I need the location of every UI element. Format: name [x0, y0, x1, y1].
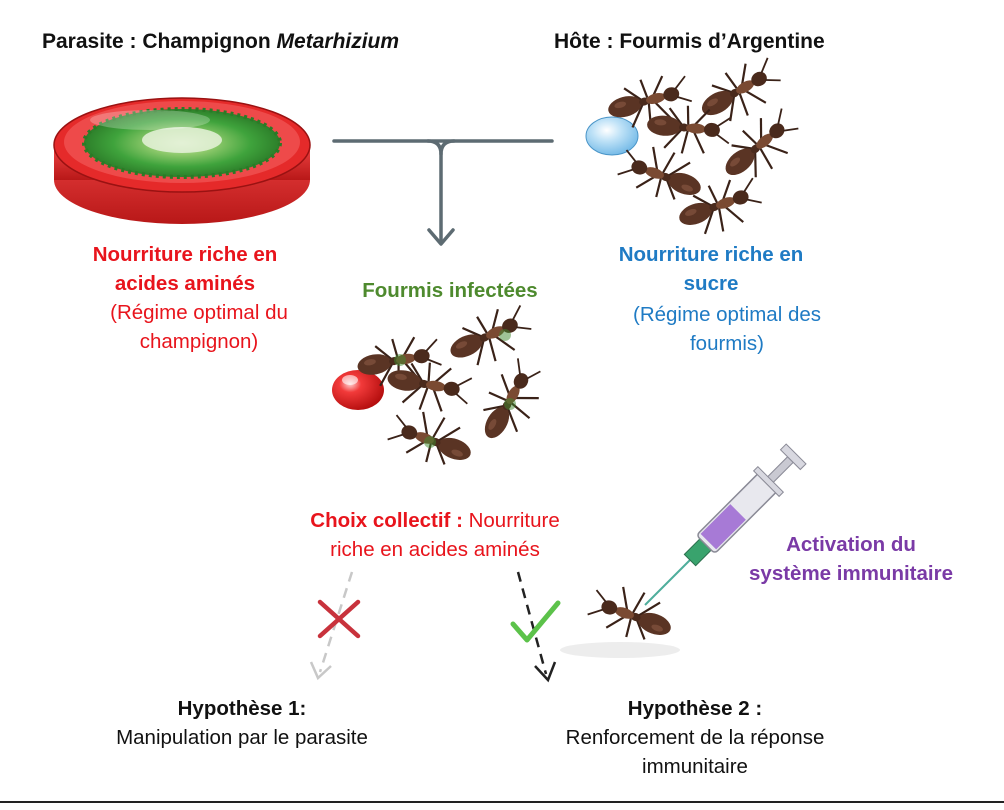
host-food-label: Nourriture riche en sucre	[618, 243, 804, 295]
merge-connector	[332, 139, 554, 246]
host-ants-image	[585, 49, 809, 246]
check-icon	[510, 600, 561, 643]
hypothesis2-title: Hypothèse 2 :	[627, 697, 763, 720]
parasite-header: Parasite : Champignon Metarhizium	[42, 30, 399, 54]
host-header: Hôte : Fourmis d’Argentine	[554, 30, 825, 53]
bottom-rule	[0, 801, 1004, 803]
parasite-food-note: (Régime optimal du champignon)	[110, 301, 288, 353]
injected-ant-image	[560, 575, 681, 658]
hypothesis1: Hypothèse 1: Manipulation par le parasit…	[72, 694, 412, 752]
hypothesis1-title: Hypothèse 1:	[177, 697, 307, 720]
immune-activation-label: Activation du système immunitaire	[749, 533, 953, 585]
collective-choice-text: Choix collectif : Nourriture riche en ac…	[310, 509, 560, 561]
parasite-header-prefix: Parasite : Champignon	[42, 30, 277, 53]
cross-icon	[317, 599, 361, 639]
parasite-genus: Metarhizium	[276, 30, 400, 53]
syringe-image	[644, 443, 807, 606]
hypothesis2-text-line2: immunitaire	[642, 755, 748, 778]
hypothesis2-arrow	[516, 571, 557, 683]
hypothesis2: Hypothèse 2 : Renforcement de la réponse…	[515, 694, 875, 781]
petri-dish-fungus-image	[53, 97, 311, 224]
hypothesis2-text-line1: Renforcement de la réponse	[565, 726, 825, 749]
parasite-food-label: Nourriture riche en acides aminés	[92, 243, 278, 295]
host-food-note: (Régime optimal des fourmis)	[633, 303, 821, 355]
infected-ants-label: Fourmis infectées	[362, 279, 538, 302]
hypothesis1-text: Manipulation par le parasite	[116, 726, 368, 749]
collective-choice-prefix: Choix collectif :	[310, 509, 469, 532]
infected-ants-image	[332, 297, 554, 477]
